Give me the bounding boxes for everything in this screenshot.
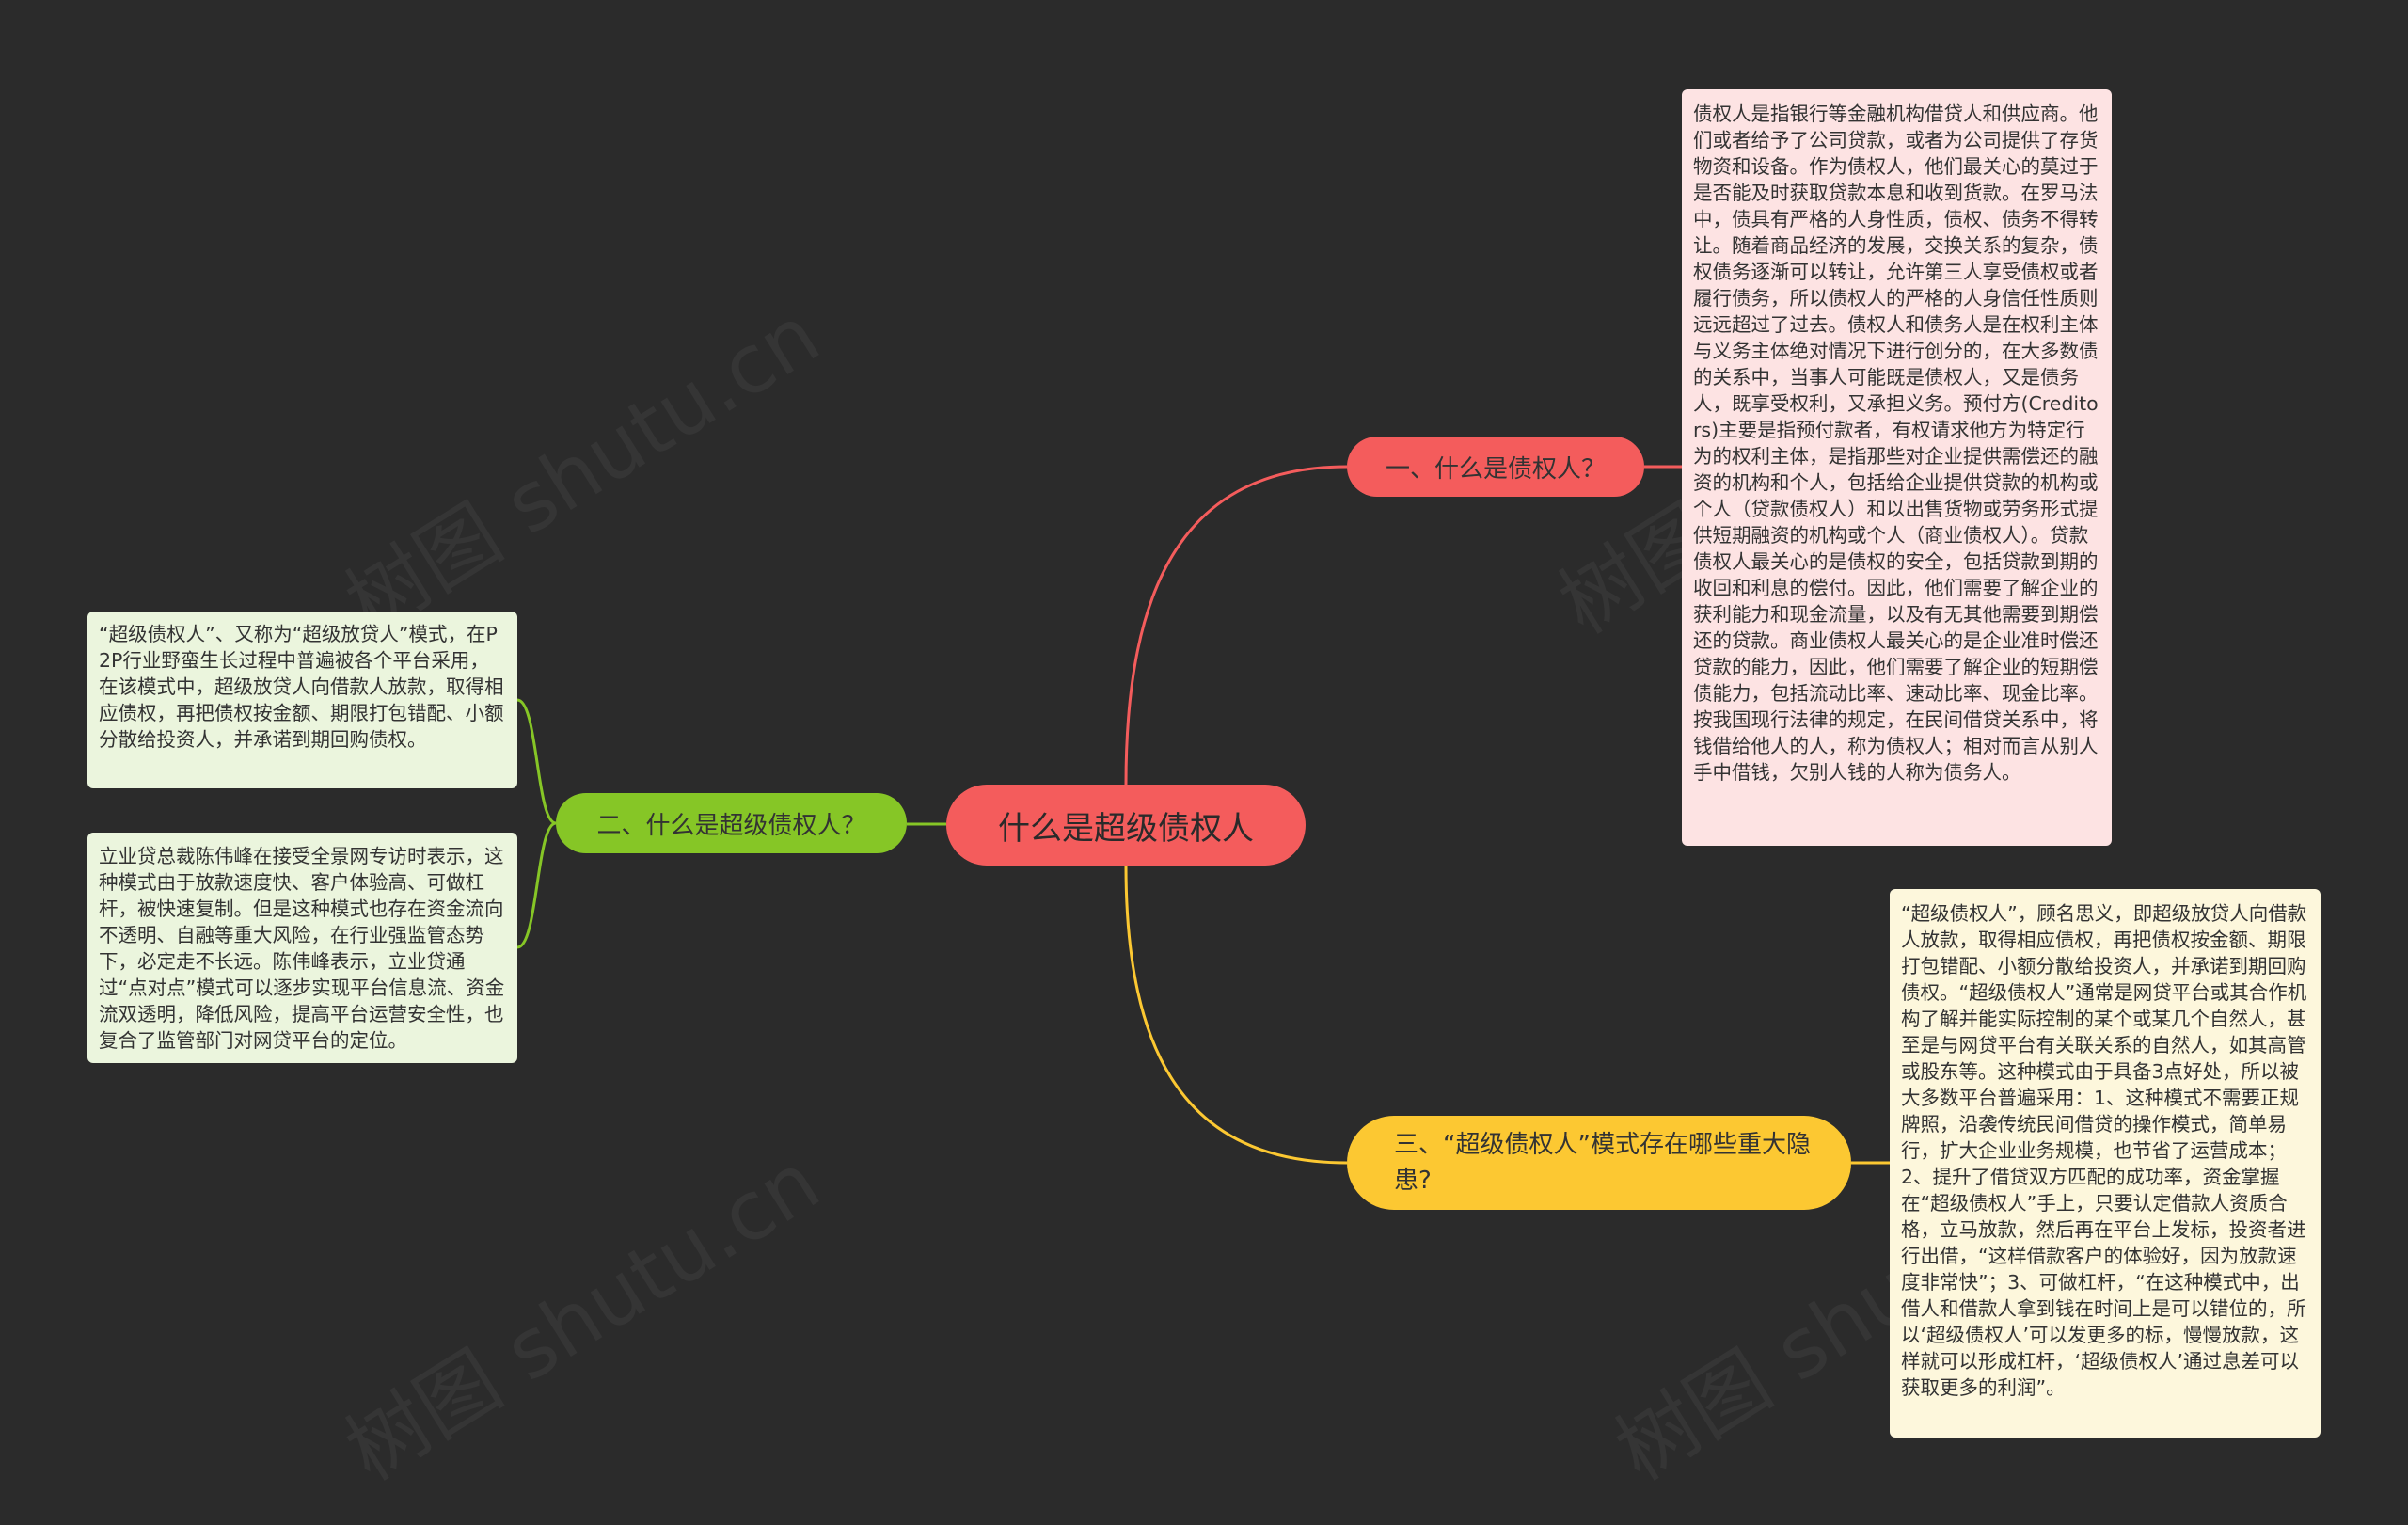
branch-topic-hidden-risks[interactable]: 三、“超级债权人”模式存在哪些重大隐患? — [1347, 1116, 1851, 1210]
branch-topic-creditor[interactable]: 一、什么是债权人？ — [1347, 437, 1644, 497]
connector-root-branch3 — [1124, 865, 1348, 1165]
root-topic[interactable]: 什么是超级债权人 — [946, 785, 1306, 866]
branch-topic-super-creditor[interactable]: 二、什么是超级债权人？ — [556, 793, 907, 853]
branch-topic-label: 一、什么是债权人？ — [1385, 454, 1606, 484]
branch-topic-label: 三、“超级债权人”模式存在哪些重大隐患? — [1394, 1131, 1811, 1195]
root-topic-label: 什么是超级债权人 — [998, 809, 1254, 848]
note-card-creditor-definition[interactable]: 债权人是指银行等金融机构借贷人和供应商。他们或者给予了公司贷款，或者为公司提供了… — [1682, 89, 2112, 846]
branch-topic-label: 二、什么是超级债权人？ — [596, 811, 866, 840]
connector-branch2-note1 — [516, 698, 557, 825]
note-card-super-creditor-definition[interactable]: “超级债权人”、又称为“超级放贷人”模式，在P2P行业野蛮生长过程中普遍被各个平… — [87, 612, 517, 788]
note-card-hidden-risks[interactable]: “超级债权人”，顾名思义，即超级放贷人向借款人放款，取得相应债权，再把债权按金额… — [1890, 889, 2321, 1438]
connector-root-branch1 — [1124, 465, 1348, 786]
note-card-industry-comment[interactable]: 立业贷总裁陈伟峰在接受全景网专访时表示，这种模式由于放款速度快、客户体验高、可做… — [87, 833, 517, 1063]
connector-branch2-note2 — [516, 821, 557, 949]
